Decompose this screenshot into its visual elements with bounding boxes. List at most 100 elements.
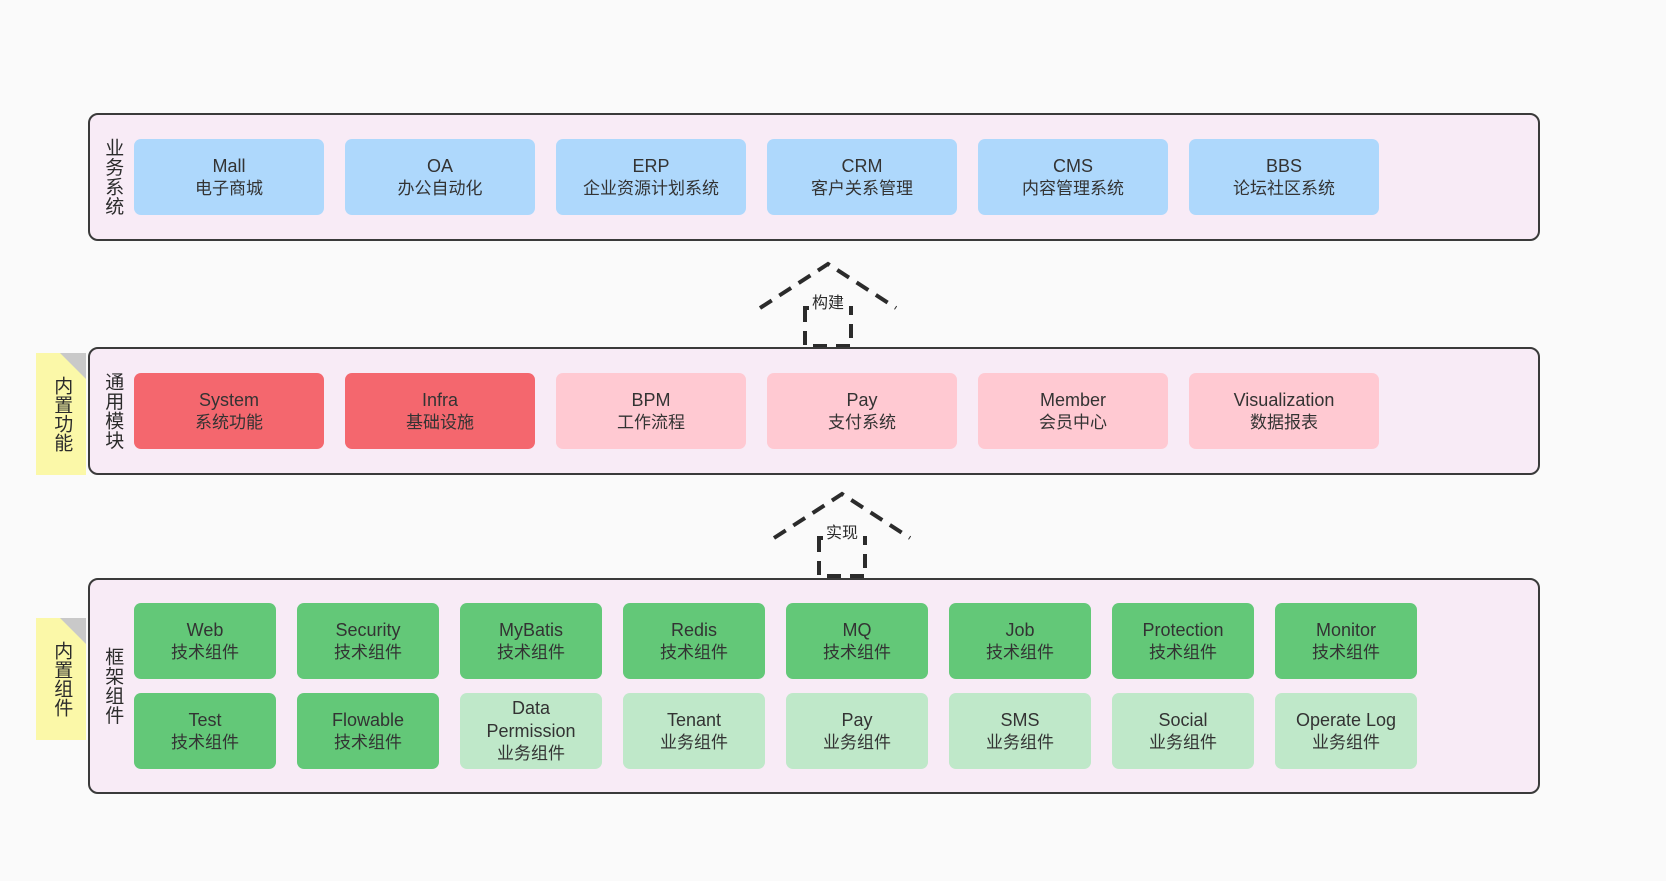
card-crm[interactable]: CRM 客户关系管理: [767, 139, 957, 215]
card-title-cn: 工作流程: [617, 412, 685, 432]
card-oa[interactable]: OA 办公自动化: [345, 139, 535, 215]
sticky-note-builtin-components: 内置组件: [36, 618, 86, 740]
connector-label-build: 构建: [809, 289, 848, 313]
layer-common-modules: 通用模块 System 系统功能 Infra 基础设施 BPM 工作流程 Pay…: [88, 347, 1540, 475]
card-title-cn: 业务组件: [1149, 732, 1217, 752]
card-title-cn: 支付系统: [828, 412, 896, 432]
card-title-cn: 客户关系管理: [811, 178, 913, 198]
card-monitor[interactable]: Monitor 技术组件: [1275, 603, 1417, 679]
connector-implement: 实现: [772, 491, 912, 578]
card-title-en: CRM: [841, 155, 883, 176]
card-title-cn: 技术组件: [986, 642, 1054, 662]
card-title-en: MyBatis: [498, 619, 563, 640]
card-mybatis[interactable]: MyBatis 技术组件: [460, 603, 602, 679]
card-title-en: Data Permission: [486, 698, 576, 742]
card-title-en: Monitor: [1315, 619, 1377, 640]
sticky-note-label: 内置功能: [51, 376, 73, 452]
card-title-en: SMS: [1000, 709, 1040, 730]
card-title-en: Mall: [212, 155, 246, 176]
card-test[interactable]: Test 技术组件: [134, 693, 276, 769]
card-member[interactable]: Member 会员中心: [978, 373, 1168, 449]
card-title-cn: 系统功能: [195, 412, 263, 432]
connector-label-implement: 实现: [823, 519, 862, 543]
card-visualization[interactable]: Visualization 数据报表: [1189, 373, 1379, 449]
connector-stem: [817, 538, 867, 578]
card-system[interactable]: System 系统功能: [134, 373, 324, 449]
card-title-cn: 技术组件: [1312, 642, 1380, 662]
layer-title-common: 通用模块: [102, 372, 124, 450]
layer-business-system: 业务系统 Mall 电子商城 OA 办公自动化 ERP 企业资源计划系统 CRM…: [88, 113, 1540, 241]
card-bpm[interactable]: BPM 工作流程: [556, 373, 746, 449]
card-pay-module[interactable]: Pay 支付系统: [767, 373, 957, 449]
card-title-en: System: [198, 389, 259, 410]
card-protection[interactable]: Protection 技术组件: [1112, 603, 1254, 679]
card-title-en: Web: [186, 619, 224, 640]
card-title-cn: 企业资源计划系统: [583, 178, 719, 198]
card-flowable[interactable]: Flowable 技术组件: [297, 693, 439, 769]
card-redis[interactable]: Redis 技术组件: [623, 603, 765, 679]
card-cms[interactable]: CMS 内容管理系统: [978, 139, 1168, 215]
card-title-cn: 技术组件: [1149, 642, 1217, 662]
card-title-en: ERP: [632, 155, 670, 176]
connector-build: 构建: [758, 261, 898, 348]
card-erp[interactable]: ERP 企业资源计划系统: [556, 139, 746, 215]
card-title-en: Redis: [670, 619, 718, 640]
card-title-cn: 业务组件: [1312, 732, 1380, 752]
card-title-en: OA: [426, 155, 453, 176]
card-operate-log[interactable]: Operate Log 业务组件: [1275, 693, 1417, 769]
card-infra[interactable]: Infra 基础设施: [345, 373, 535, 449]
card-title-en: Job: [1005, 619, 1035, 640]
card-title-cn: 技术组件: [823, 642, 891, 662]
arrowhead-triangle: [758, 261, 898, 310]
card-title-cn: 业务组件: [660, 732, 728, 752]
card-title-en: BBS: [1265, 155, 1303, 176]
card-tenant[interactable]: Tenant 业务组件: [623, 693, 765, 769]
card-title-cn: 技术组件: [660, 642, 728, 662]
card-title-en: Flowable: [331, 709, 405, 730]
card-row: System 系统功能 Infra 基础设施 BPM 工作流程 Pay 支付系统…: [134, 373, 1524, 449]
card-title-en: BPM: [631, 389, 671, 410]
layer-body-business: Mall 电子商城 OA 办公自动化 ERP 企业资源计划系统 CRM 客户关系…: [134, 115, 1538, 239]
card-bbs[interactable]: BBS 论坛社区系统: [1189, 139, 1379, 215]
card-job[interactable]: Job 技术组件: [949, 603, 1091, 679]
sticky-note-builtin-features: 内置功能: [36, 353, 86, 475]
card-title-en: Social: [1158, 709, 1208, 730]
card-title-en: Protection: [1142, 619, 1224, 640]
card-web[interactable]: Web 技术组件: [134, 603, 276, 679]
card-title-cn: 电子商城: [195, 178, 263, 198]
card-title-en: Operate Log: [1295, 709, 1397, 730]
card-pay-component[interactable]: Pay 业务组件: [786, 693, 928, 769]
card-title-en: Member: [1039, 389, 1106, 410]
arrowhead-triangle: [772, 491, 912, 540]
card-row: Mall 电子商城 OA 办公自动化 ERP 企业资源计划系统 CRM 客户关系…: [134, 139, 1524, 215]
card-security[interactable]: Security 技术组件: [297, 603, 439, 679]
card-mq[interactable]: MQ 技术组件: [786, 603, 928, 679]
card-title-cn: 业务组件: [497, 744, 565, 764]
card-social[interactable]: Social 业务组件: [1112, 693, 1254, 769]
card-title-en: CMS: [1053, 155, 1093, 176]
card-title-en: MQ: [842, 619, 872, 640]
card-title-en: Visualization: [1233, 389, 1335, 410]
layer-framework-components: 框架组件 Web 技术组件 Security 技术组件 MyBatis 技术组件…: [88, 578, 1540, 794]
layer-title-framework: 框架组件: [102, 647, 124, 725]
card-title-cn: 技术组件: [171, 642, 239, 662]
card-title-en: Test: [188, 709, 222, 730]
sticky-note-label: 内置组件: [51, 641, 73, 717]
card-row: Test 技术组件 Flowable 技术组件 Data Permission …: [134, 693, 1524, 769]
card-title-en: Infra: [421, 389, 459, 410]
card-row: Web 技术组件 Security 技术组件 MyBatis 技术组件 Redi…: [134, 603, 1524, 679]
card-title-cn: 办公自动化: [397, 178, 483, 198]
card-title-cn: 技术组件: [334, 642, 402, 662]
card-title-cn: 技术组件: [171, 732, 239, 752]
card-mall[interactable]: Mall 电子商城: [134, 139, 324, 215]
card-title-en: Security: [335, 619, 401, 640]
connector-stem: [803, 308, 853, 348]
layer-body-common: System 系统功能 Infra 基础设施 BPM 工作流程 Pay 支付系统…: [134, 349, 1538, 473]
card-title-cn: 技术组件: [497, 642, 565, 662]
card-data-permission[interactable]: Data Permission 业务组件: [460, 693, 602, 769]
card-sms[interactable]: SMS 业务组件: [949, 693, 1091, 769]
card-title-cn: 数据报表: [1250, 412, 1318, 432]
card-title-cn: 会员中心: [1039, 412, 1107, 432]
card-title-cn: 论坛社区系统: [1233, 178, 1335, 198]
